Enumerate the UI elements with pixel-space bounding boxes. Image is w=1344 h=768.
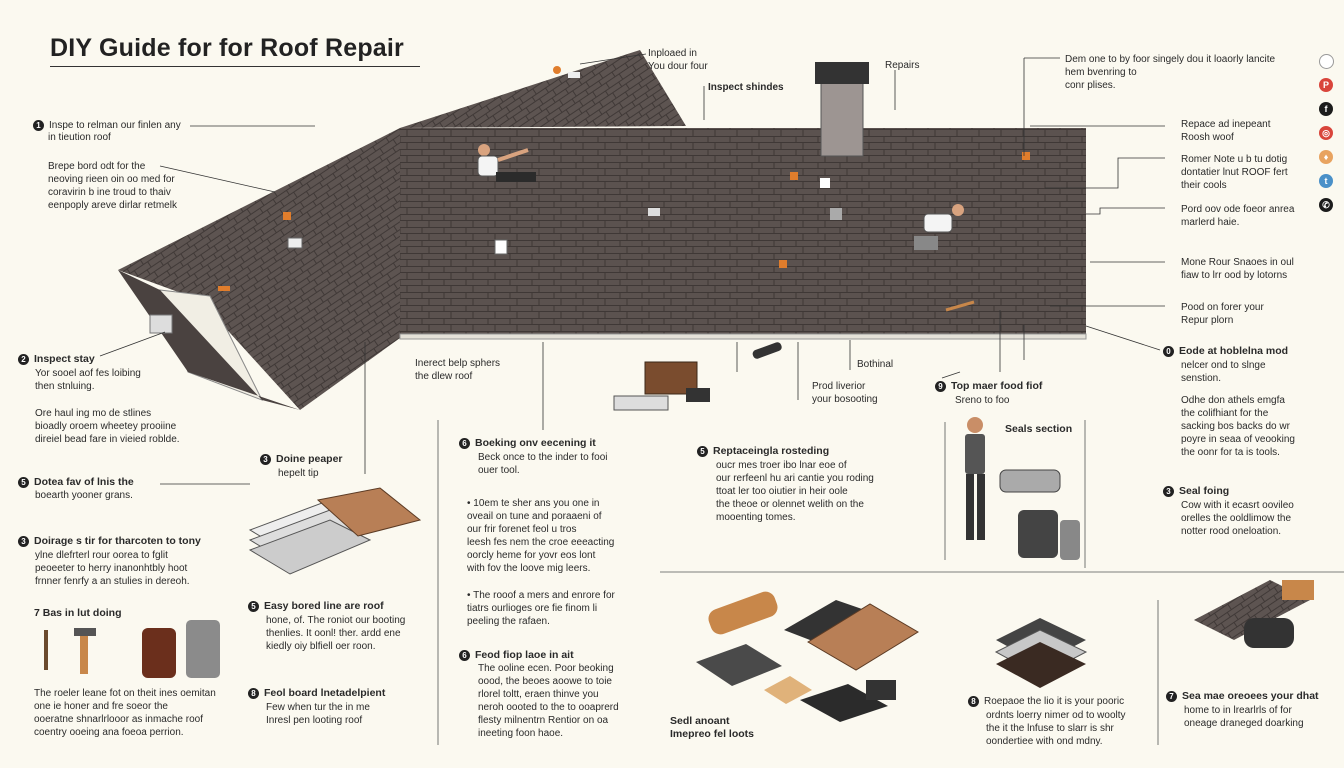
- seals-caption: Sedl anoant Imepreo fel loots: [670, 715, 755, 740]
- link-icon[interactable]: [1319, 54, 1334, 69]
- step-13-text: home to in lrearlrls of for oneage drane…: [1184, 705, 1304, 729]
- step-6-text: Beck once to the inder to fooi ouer tool…: [478, 452, 608, 476]
- seal-supplies: [696, 591, 919, 722]
- callout-top-right: Dem one to by foor singely dou it loaorl…: [1065, 54, 1276, 91]
- whatsapp-icon[interactable]: ✆: [1319, 198, 1333, 212]
- title-underline: [50, 66, 420, 67]
- worker-2: [914, 204, 964, 250]
- debris-2: [287, 237, 303, 249]
- step-7-text: The ooline ecen. Poor beoking oood, the …: [478, 663, 619, 739]
- callout-mid-below-c: Prod liverior your bosooting: [812, 381, 878, 405]
- callout-right-3: Pord oov ode foeor anrea marlerd haie.: [1181, 204, 1295, 228]
- step-10-text: nelcer ond to slnge senstion.: [1181, 360, 1266, 384]
- debris-3: [494, 239, 508, 255]
- pry-bar: [752, 342, 782, 359]
- step-6-bullet-1: • 10em te sher ans you one in oveail on …: [467, 498, 615, 574]
- tool-box: [686, 388, 710, 402]
- shingle-stack: [248, 487, 422, 575]
- tools-title: 7 Bas in lut doing: [34, 607, 122, 619]
- page-title: DIY Guide for for Roof Repair: [50, 34, 404, 62]
- twitter-icon[interactable]: t: [1319, 174, 1333, 188]
- tools-text: The roeler leane fot on theit ines oemit…: [34, 688, 216, 738]
- orange-marker-4: [790, 172, 798, 180]
- share-icon[interactable]: ♦: [1319, 150, 1333, 164]
- tools-row: [44, 620, 220, 678]
- hammer-on-roof: [945, 300, 975, 312]
- step-9-text: Sreno to foo: [955, 395, 1010, 406]
- step-1-text: in tieution roof: [48, 132, 111, 143]
- step-1b-text: Brepe bord odt for the neoving rieen oin…: [48, 161, 177, 211]
- drip-edge-illustration: [1194, 580, 1314, 648]
- roof-eave: [399, 333, 1087, 340]
- step-8-text: Few when tur the in me Inresl pen lootin…: [266, 702, 370, 726]
- step-3-text: ylne dlefrterl rour oorea to fglit peoee…: [35, 550, 190, 587]
- small-tools: [613, 395, 669, 411]
- debris-6: [820, 178, 830, 188]
- worker-1: [477, 144, 536, 182]
- gable-edge: [118, 270, 300, 410]
- callout-right-4: Mone Rour Snaoes in oul fiaw to lrr ood …: [1181, 257, 1294, 281]
- seals-section-title: Seals section: [1005, 423, 1073, 435]
- step-2b-text: Ore haul ing mo de stlines bioadly oroem…: [35, 408, 180, 445]
- step-2-text: Yor sooel aof fes loibing then stnluing.: [35, 368, 141, 392]
- callout-right-2: Romer Note u b tu dotig dontatier lnut R…: [1181, 154, 1288, 191]
- chimney-cap: [815, 62, 869, 84]
- callout-mid-below-b: Bothinal: [857, 359, 894, 370]
- callout-repairs: Repairs: [885, 60, 920, 71]
- debris-1: [568, 72, 580, 78]
- orange-marker-6: [1022, 152, 1030, 160]
- gable-roof-left: [118, 50, 686, 410]
- step-10b-text: Odhe don athels emgfa the colifhiant for…: [1181, 395, 1295, 458]
- caulk-gun-illustration: [999, 469, 1080, 560]
- orange-marker-5: [779, 260, 787, 268]
- step-5b-text: hone, of. The roniot our booting thenlie…: [266, 615, 406, 652]
- debris-4: [648, 208, 660, 216]
- chimney: [820, 81, 864, 157]
- callout-right-1: Repace ad inepeant Roosh woof: [1181, 119, 1271, 143]
- flashing-layers: [994, 618, 1088, 688]
- step-4-text: oucr mes troer ibo lnar eoe of our rerfe…: [716, 460, 874, 523]
- orange-marker-1: [553, 66, 561, 74]
- orange-marker-3: [218, 286, 230, 291]
- step-1-badge: 1: [33, 119, 44, 131]
- step-6-bullet-2: • The rooof a mers and enrore for tiatrs…: [467, 590, 615, 627]
- debris-5: [830, 208, 842, 220]
- callout-mid-below-a: Inerect belp sphers the dlew roof: [415, 358, 501, 382]
- step-5-text: boearth yooner grans.: [35, 490, 133, 501]
- callout-top-center-a: Inploaed in You dour four: [648, 48, 708, 72]
- step-3b-text: hepelt tip: [278, 468, 319, 479]
- orange-marker-2: [283, 212, 291, 220]
- instagram-icon[interactable]: ◎: [1319, 126, 1333, 140]
- gable-vent: [149, 314, 173, 334]
- facebook-icon[interactable]: f: [1319, 102, 1333, 116]
- callout-inspect-shingles: Inspect shindes: [708, 82, 784, 93]
- pinterest-icon[interactable]: P: [1319, 78, 1333, 92]
- step-11-text: Cow with it ecasrt oovileo orelles the o…: [1181, 500, 1294, 537]
- worker-seal-section: [965, 417, 985, 540]
- callout-right-5: Pood on forer your Repur plorn: [1181, 302, 1264, 326]
- step-12-text: ordnts loerry nimer od to woolty the it …: [986, 710, 1126, 747]
